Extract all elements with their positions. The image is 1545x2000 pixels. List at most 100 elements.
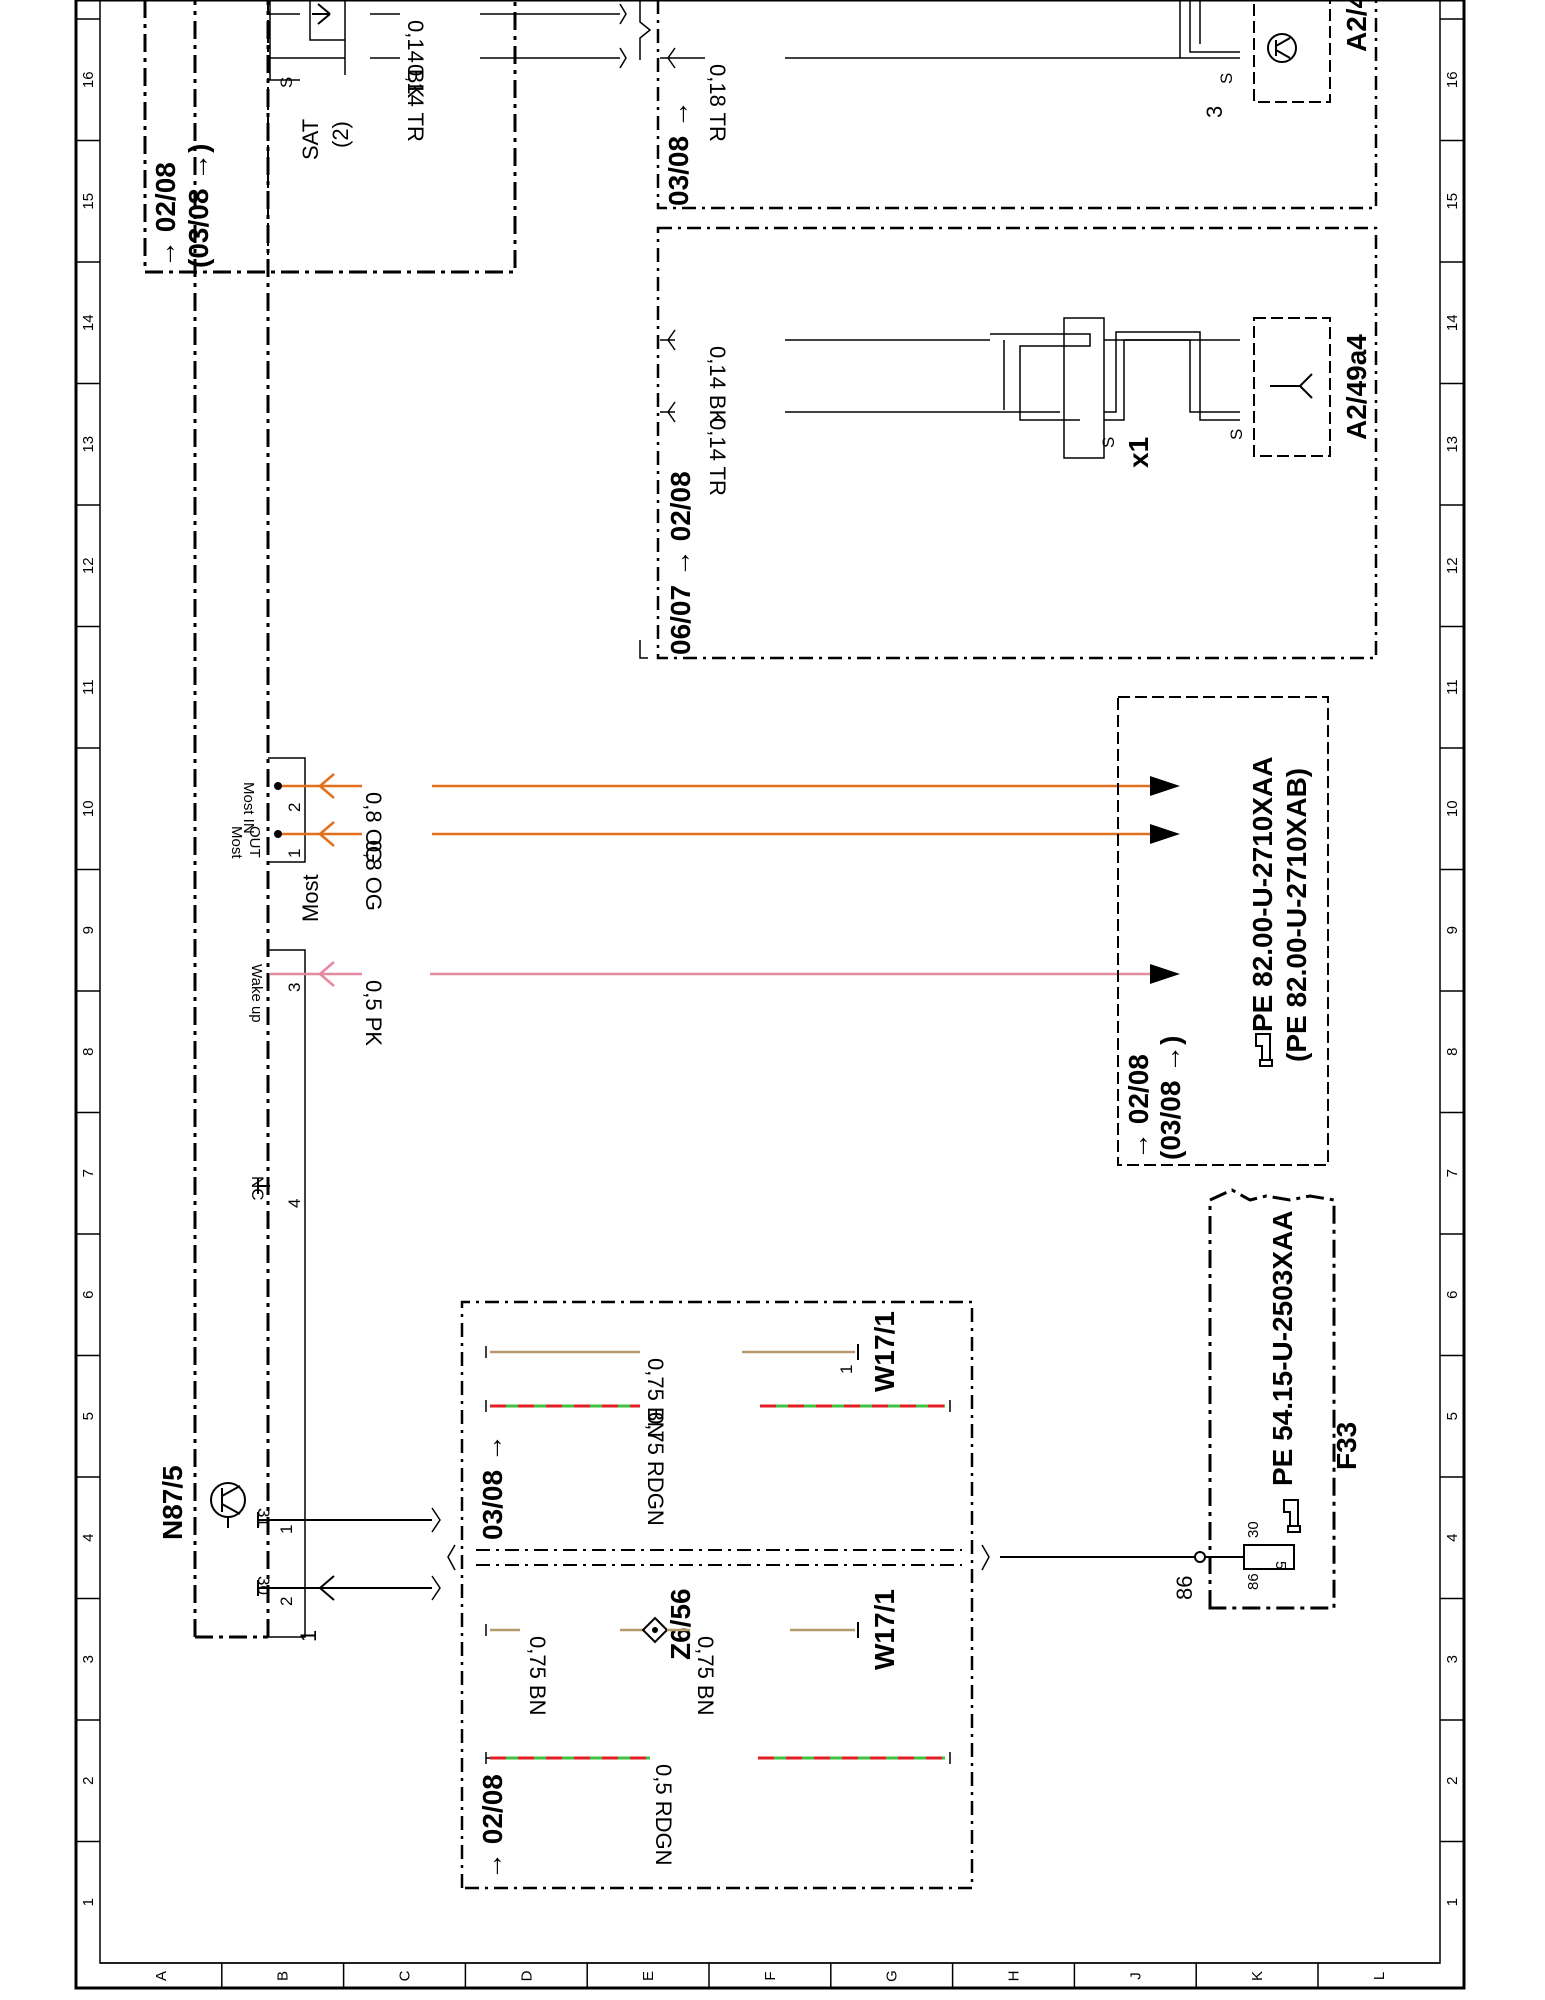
sat-date-to: (03/08 →) bbox=[183, 144, 214, 269]
row-number-right-1: 1 bbox=[1444, 1898, 1461, 1906]
column-letter-G: G bbox=[884, 1970, 901, 1982]
signal-most-in: Most IN bbox=[240, 782, 257, 834]
row-number-left-2: 2 bbox=[80, 1777, 97, 1785]
pe-box-date-to: (03/08 →) bbox=[1155, 1036, 1186, 1161]
row-number-right-3: 3 bbox=[1444, 1655, 1461, 1663]
column-letter-E: E bbox=[640, 1971, 657, 1981]
row-number-left-13: 13 bbox=[80, 436, 97, 453]
row-number-right-13: 13 bbox=[1444, 436, 1461, 453]
row-number-left-12: 12 bbox=[80, 557, 97, 574]
row-number-right-14: 14 bbox=[1444, 314, 1461, 331]
row-number-left-4: 4 bbox=[80, 1534, 97, 1542]
wire-sat-bk: 0,14 BK bbox=[403, 20, 428, 99]
column-letter-C: C bbox=[397, 1970, 414, 1981]
fuse-pin-30: 30 bbox=[1245, 1521, 1262, 1538]
signal-wake-up: Wake up bbox=[248, 964, 265, 1023]
fuse-symbol bbox=[1243, 1544, 1295, 1570]
most-out-arrow bbox=[319, 821, 336, 847]
row-number-right-7: 7 bbox=[1444, 1169, 1461, 1177]
pe-reference-box bbox=[1117, 696, 1329, 1166]
antenna-shield-pin-upper: S bbox=[1217, 73, 1236, 84]
wire-antenna-upper: 0,18 TR bbox=[705, 64, 730, 142]
row-number-right-9: 9 bbox=[1444, 926, 1461, 934]
supply-options-box bbox=[460, 1300, 974, 1890]
x1-label: x1 bbox=[1123, 437, 1154, 468]
sat-date-from: → 02/08 bbox=[150, 162, 181, 268]
drawing-frame bbox=[74, 0, 1466, 1990]
transistor-icon bbox=[210, 1482, 246, 1528]
row-number-left-8: 8 bbox=[80, 1048, 97, 1056]
pointing-hand-icon bbox=[1283, 1499, 1301, 1533]
row-number-left-11: 11 bbox=[80, 679, 97, 695]
fuse-pin-5: 5 bbox=[1272, 1561, 1289, 1569]
most-connector bbox=[268, 757, 306, 863]
most-out-pin: 1 bbox=[285, 849, 304, 858]
row-number-left-3: 3 bbox=[80, 1655, 97, 1663]
antenna-a2-49a4-box bbox=[1253, 317, 1331, 457]
antenna-icon bbox=[1267, 33, 1297, 63]
pe-ref-2710xaa: PE 82.00-U-2710XAA bbox=[1247, 757, 1278, 1032]
w17-pin-1: 1 bbox=[837, 1365, 856, 1374]
row-number-left-9: 9 bbox=[80, 926, 97, 934]
wire-bn-upper: 0,75 BN bbox=[643, 1358, 668, 1438]
schematic: N87/5 → 02/08 (03/08 →) SAT (2) S 0,14 B… bbox=[143, 0, 1378, 1890]
row-number-right-16: 16 bbox=[1444, 71, 1461, 88]
row-number-right-8: 8 bbox=[1444, 1048, 1461, 1056]
row-number-right-15: 15 bbox=[1444, 193, 1461, 210]
row-number-right-10: 10 bbox=[1444, 800, 1461, 817]
fuse-box-f33 bbox=[1208, 1188, 1336, 1610]
row-number-left-16: 16 bbox=[80, 71, 97, 88]
most-label: Most bbox=[298, 874, 323, 922]
pointing-hand-icon bbox=[1255, 1033, 1273, 1067]
sat-date-box bbox=[143, 0, 517, 274]
wire-antenna-tr: 0,14 TR bbox=[705, 418, 730, 496]
row-number-right-5: 5 bbox=[1444, 1412, 1461, 1420]
wire-wake: 0,5 PK bbox=[361, 980, 386, 1046]
antenna-box-old bbox=[656, 226, 1378, 660]
antenna-y-icon bbox=[1270, 373, 1313, 399]
wake-pin-3: 3 bbox=[285, 983, 304, 992]
antenna-a2-49a4-label: A2/49a4 bbox=[1341, 334, 1372, 440]
row-number-left-5: 5 bbox=[80, 1412, 97, 1420]
wire-antenna-bk: 0,14 BK bbox=[705, 346, 730, 425]
antenna-box-old-date: 06/07 → 02/08 bbox=[665, 471, 696, 655]
pe-box-date-from: → 02/08 bbox=[1123, 1054, 1154, 1160]
row-number-left-6: 6 bbox=[80, 1291, 97, 1299]
sat-sub-label: (2) bbox=[328, 121, 353, 148]
z6-56-label: Z6/56 bbox=[665, 1588, 696, 1660]
pin-30: 30 bbox=[254, 1576, 273, 1595]
wire-most-out: 0,8 OG bbox=[361, 840, 386, 911]
wire-most-in: 0,8 OG bbox=[361, 792, 386, 863]
column-letter-B: B bbox=[275, 1971, 292, 1981]
x1-shield-pin: S bbox=[1099, 437, 1118, 448]
most-in-arrow bbox=[319, 773, 336, 799]
antenna-box-new-date: 03/08 → bbox=[663, 100, 694, 206]
n87-5-label: N87/5 bbox=[157, 1465, 188, 1540]
column-letter-J: J bbox=[1127, 1972, 1144, 1980]
wire-rdgn-lower: 0,5 RDGN bbox=[651, 1764, 676, 1865]
supply-box-date-new: 03/08 → bbox=[477, 1434, 508, 1540]
antenna-a2-4-label: A2/4 bbox=[1341, 0, 1372, 52]
nc-pin-4: 4 bbox=[285, 1199, 304, 1208]
connector-x1 bbox=[1063, 317, 1105, 459]
pin-1: 1 bbox=[277, 1525, 296, 1534]
row-number-right-11: 11 bbox=[1444, 679, 1461, 695]
most-in-pin: 2 bbox=[285, 803, 304, 812]
fuse-pin-86: 86 bbox=[1245, 1573, 1262, 1590]
row-number-right-12: 12 bbox=[1444, 557, 1461, 574]
antenna-pin-3: 3 bbox=[1202, 106, 1227, 118]
sat-arrow bbox=[312, 3, 331, 25]
pin-1-bottom: 1 bbox=[296, 1630, 321, 1642]
signal-nc: NC bbox=[248, 1176, 267, 1201]
column-letter-D: D bbox=[518, 1970, 535, 1981]
pe-ref-2710xab: (PE 82.00-U-2710XAB) bbox=[1281, 768, 1312, 1062]
wire-bn-right: 0,75 BN bbox=[693, 1636, 718, 1716]
column-letter-H: H bbox=[1006, 1971, 1023, 1982]
pin-2: 2 bbox=[277, 1597, 296, 1606]
supply-box-date-old: → 02/08 bbox=[477, 1774, 508, 1880]
row-number-right-2: 2 bbox=[1444, 1777, 1461, 1785]
pin-31: 31 bbox=[254, 1508, 273, 1527]
